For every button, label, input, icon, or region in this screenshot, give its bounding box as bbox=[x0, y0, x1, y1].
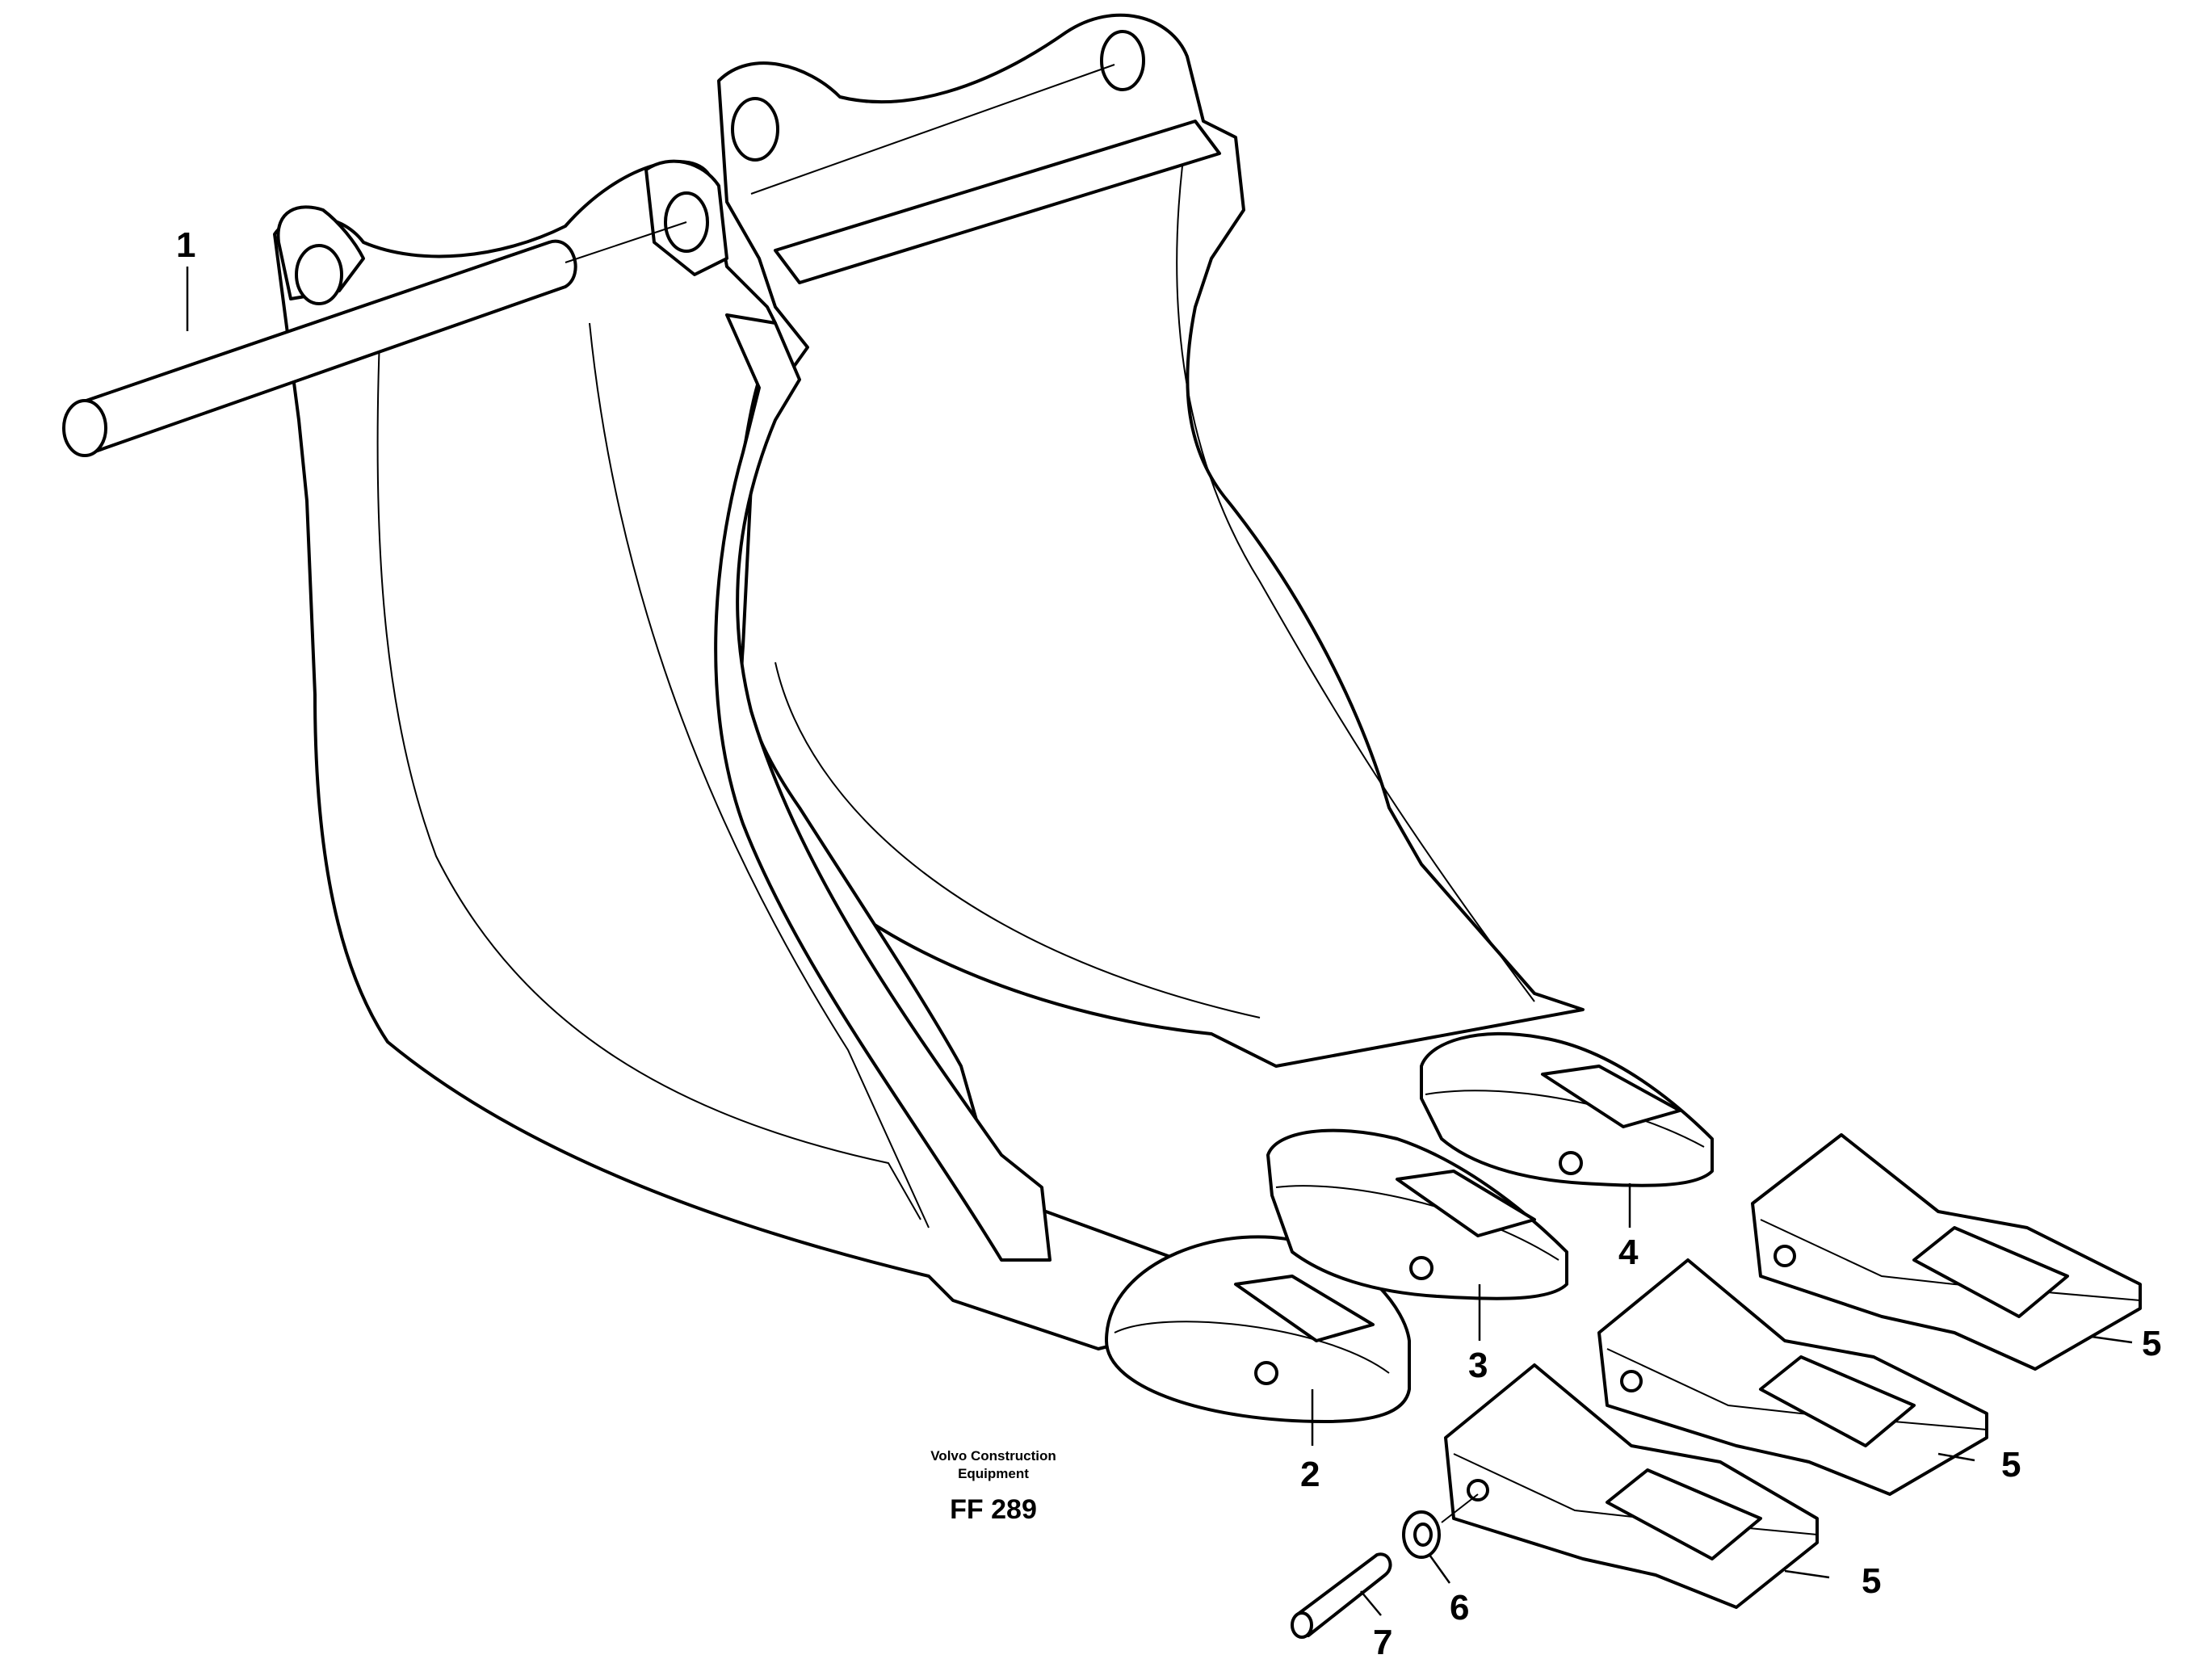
adapter-3-pin-hole bbox=[1409, 1256, 1434, 1280]
adapter-part-3 bbox=[1266, 1128, 1568, 1300]
callout-5c: 5 bbox=[1862, 1561, 1881, 1601]
retainer-part-6 bbox=[1402, 1493, 1479, 1559]
leader-6 bbox=[1428, 1554, 1451, 1584]
tooth-part-5-a bbox=[1751, 1133, 2142, 1371]
retainer-axis-line bbox=[1441, 1493, 1479, 1523]
tooth-5a-recess bbox=[1912, 1226, 2069, 1318]
leader-5a bbox=[2091, 1335, 2133, 1344]
locking-pin-part-7 bbox=[1291, 1552, 1392, 1639]
adapter-4-slot bbox=[1541, 1065, 1681, 1128]
tooth-5b-recess bbox=[1759, 1355, 1916, 1447]
tooth-5b-pin-hole bbox=[1620, 1370, 1643, 1392]
pin-end-face bbox=[62, 399, 107, 457]
adapter-3-top-edge bbox=[1275, 1185, 1559, 1261]
pin-axis-line-rear bbox=[750, 64, 1115, 195]
adapter-2-slot bbox=[1234, 1275, 1375, 1342]
rear-pin-hole-right bbox=[1100, 30, 1145, 91]
callout-4: 4 bbox=[1618, 1233, 1639, 1272]
locking-pin-end bbox=[1291, 1611, 1313, 1639]
retainer-inner bbox=[1413, 1522, 1433, 1547]
tooth-5a-pin-hole bbox=[1774, 1245, 1796, 1267]
leader-7 bbox=[1360, 1590, 1382, 1616]
callout-3: 3 bbox=[1468, 1346, 1488, 1385]
credit-line-1: Volvo Construction bbox=[930, 1448, 1056, 1464]
rear-pin-hole-left bbox=[731, 97, 779, 162]
cross-tube bbox=[774, 120, 1221, 284]
leader-5c bbox=[1784, 1569, 1830, 1579]
front-shell-inner-line bbox=[376, 338, 921, 1220]
callout-2: 2 bbox=[1300, 1455, 1320, 1494]
locking-pin-shaft bbox=[1295, 1552, 1392, 1637]
tooth-5c-recess bbox=[1606, 1468, 1762, 1560]
adapter-4-body bbox=[1420, 1031, 1714, 1187]
drawing-credit: Volvo Construction Equipment FF 289 bbox=[930, 1448, 1056, 1525]
leader-5b bbox=[1937, 1452, 1975, 1462]
front-pin-hole-left bbox=[295, 244, 343, 305]
adapter-part-2 bbox=[1105, 1235, 1411, 1423]
drawing-code: FF 289 bbox=[950, 1494, 1037, 1525]
callout-6: 6 bbox=[1450, 1588, 1469, 1628]
callout-labels: 1 2 3 4 5 5 5 6 7 bbox=[176, 225, 2161, 1662]
tooth-5c-pin-hole bbox=[1467, 1479, 1489, 1502]
adapter-4-top-edge bbox=[1425, 1090, 1705, 1148]
callout-1: 1 bbox=[176, 225, 195, 265]
front-edge-plate bbox=[714, 313, 1052, 1262]
rear-bracket-inner-line bbox=[1176, 128, 1535, 1002]
tooth-part-5-c bbox=[1444, 1363, 1819, 1609]
rear-bracket-curve bbox=[774, 662, 1261, 1018]
pin-axis-line bbox=[565, 221, 687, 263]
adapter-3-body bbox=[1266, 1128, 1568, 1300]
credit-line-2: Equipment bbox=[958, 1466, 1029, 1481]
tooth-part-5-b bbox=[1597, 1258, 1988, 1496]
adapter-3-slot bbox=[1396, 1170, 1536, 1237]
adapter-part-4 bbox=[1420, 1031, 1714, 1187]
front-shell-crease bbox=[589, 322, 930, 1228]
pin-part-1 bbox=[62, 64, 1115, 457]
adapter-2-body bbox=[1105, 1235, 1411, 1423]
leader-lines bbox=[186, 267, 2133, 1616]
adapter-4-pin-hole bbox=[1559, 1151, 1583, 1175]
callout-5a: 5 bbox=[2142, 1324, 2161, 1363]
adapter-2-top-edge bbox=[1114, 1321, 1390, 1374]
bucket-body bbox=[273, 13, 1585, 1350]
callout-5b: 5 bbox=[2001, 1445, 2021, 1485]
callout-7: 7 bbox=[1373, 1623, 1392, 1662]
adapter-2-pin-hole bbox=[1254, 1361, 1278, 1385]
